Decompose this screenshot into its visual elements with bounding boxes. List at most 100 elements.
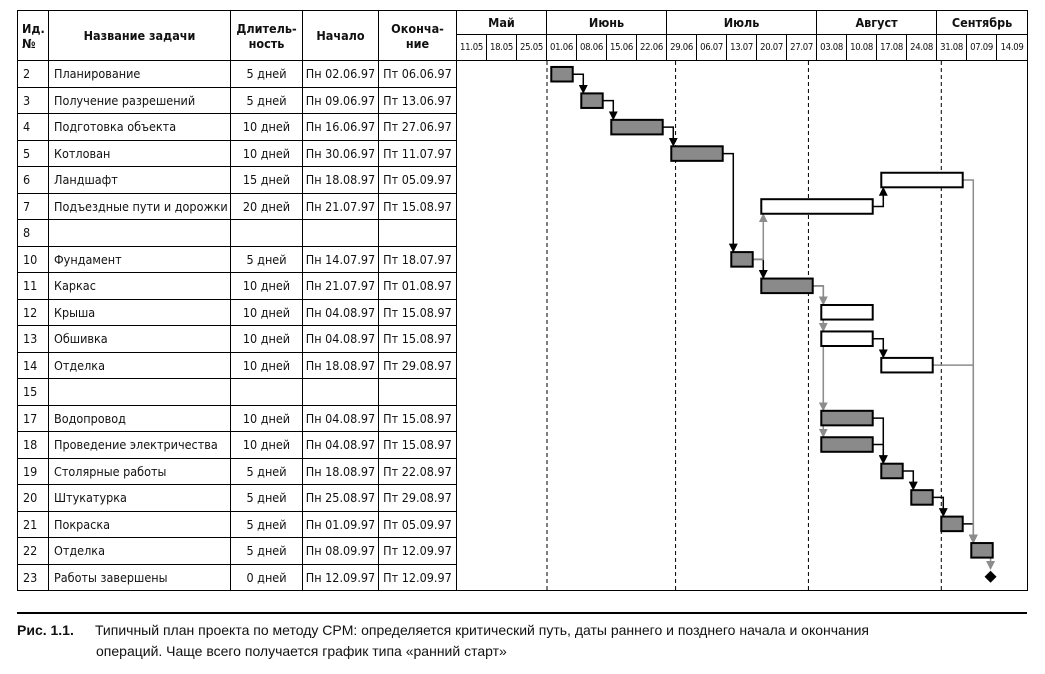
task-duration: 5 дней	[230, 60, 303, 88]
caption-label: Рис. 1.1.	[17, 622, 74, 638]
task-id: 6	[17, 166, 49, 194]
task-bar	[730, 251, 754, 268]
task-name: Планирование	[48, 60, 231, 88]
task-bar	[820, 304, 874, 321]
task-bar	[760, 277, 814, 295]
dependency-link	[872, 337, 888, 359]
task-name: Отделка	[48, 537, 231, 565]
dependency-link	[932, 496, 948, 518]
task-name: Проведение электричества	[48, 431, 231, 459]
task-end: Пт 12.09.97	[378, 563, 457, 591]
task-name: Обшивка	[48, 325, 231, 353]
task-bar	[670, 145, 724, 162]
task-start: Пн 09.06.97	[302, 86, 379, 114]
dependency-link	[812, 285, 828, 306]
dependency-link	[722, 152, 738, 253]
task-bar	[970, 542, 994, 559]
task-duration: 5 дней	[230, 510, 303, 538]
week-tick: 07.09	[966, 34, 998, 61]
task-duration: 10 дней	[230, 139, 303, 167]
task-start: Пн 01.09.97	[302, 510, 379, 538]
task-duration: 10 дней	[230, 431, 303, 459]
task-id: 20	[17, 484, 49, 512]
dependency-link	[872, 443, 888, 465]
task-name	[48, 219, 231, 247]
week-tick: 03.08	[816, 34, 848, 61]
task-bar	[910, 489, 934, 506]
task-name: Подготовка объекта	[48, 113, 231, 141]
week-tick: 10.08	[846, 34, 878, 61]
task-name: Работы завершены	[48, 563, 231, 591]
task-duration: 10 дней	[230, 325, 303, 353]
task-id: 13	[17, 325, 49, 353]
week-tick: 18.05	[486, 34, 517, 61]
dependency-link	[572, 73, 588, 94]
task-duration	[230, 219, 303, 247]
task-duration: 0 дней	[230, 563, 303, 591]
task-duration: 5 дней	[230, 537, 303, 565]
task-end: Пт 15.08.97	[378, 325, 457, 353]
task-bar	[580, 92, 604, 109]
dependency-link	[932, 364, 978, 544]
task-bar	[880, 356, 934, 374]
dependency-link	[872, 186, 888, 208]
task-end: Пт 27.06.97	[378, 113, 457, 141]
task-id: 11	[17, 272, 49, 300]
task-bar	[880, 171, 964, 189]
task-start: Пн 30.06.97	[302, 139, 379, 167]
week-tick: 25.05	[516, 34, 547, 61]
task-bar	[940, 515, 964, 533]
task-start: Пн 21.07.97	[302, 272, 379, 300]
task-duration: 15 дней	[230, 166, 303, 194]
week-tick: 27.07	[786, 34, 818, 61]
header-start: Начало	[302, 10, 379, 61]
task-id: 17	[17, 404, 49, 432]
dependency-link	[662, 126, 678, 147]
task-start: Пн 04.08.97	[302, 298, 379, 326]
task-name: Котлован	[48, 139, 231, 167]
task-name: Штукатурка	[48, 484, 231, 512]
task-start: Пн 08.09.97	[302, 537, 379, 565]
task-start	[302, 219, 379, 247]
dependency-link	[812, 285, 828, 438]
task-duration: 5 дней	[230, 457, 303, 485]
task-start: Пн 12.09.97	[302, 563, 379, 591]
month-may: Май	[456, 10, 547, 35]
task-duration: 10 дней	[230, 298, 303, 326]
task-start: Пн 04.08.97	[302, 404, 379, 432]
task-duration: 5 дней	[230, 245, 303, 273]
task-end: Пт 15.08.97	[378, 404, 457, 432]
task-end: Пт 11.07.97	[378, 139, 457, 167]
task-id: 3	[17, 86, 49, 114]
task-end: Пт 05.09.97	[378, 166, 457, 194]
task-bar	[880, 462, 904, 480]
header-duration: Длитель-ность	[230, 10, 303, 61]
milestone-diamond	[984, 570, 997, 583]
task-duration: 10 дней	[230, 351, 303, 379]
task-row: 8	[17, 219, 1028, 247]
task-id: 19	[17, 457, 49, 485]
task-name: Водопровод	[48, 404, 231, 432]
dependency-link	[962, 179, 978, 544]
week-tick: 08.06	[576, 34, 607, 61]
task-start: Пн 18.08.97	[302, 351, 379, 379]
task-id: 18	[17, 431, 49, 459]
task-bar	[760, 198, 874, 215]
header-id: Ид. №	[17, 10, 49, 61]
week-tick: 22.06	[635, 34, 668, 61]
task-end: Пт 13.06.97	[378, 86, 457, 114]
task-id: 2	[17, 60, 49, 88]
month-june: Июнь	[545, 10, 668, 35]
task-duration: 10 дней	[230, 404, 303, 432]
week-tick: 20.07	[756, 34, 788, 61]
task-end	[378, 219, 457, 247]
